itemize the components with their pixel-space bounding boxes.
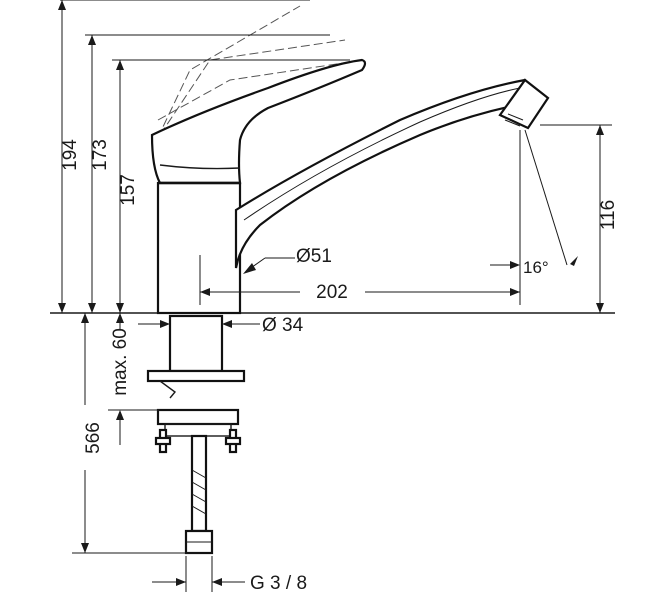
dim-566-label: 566	[83, 422, 104, 454]
dim-116	[540, 124, 612, 313]
handle-cap-line	[159, 164, 241, 170]
dim-spout-diameter	[243, 257, 295, 274]
dim-angle	[490, 129, 578, 269]
dim-202	[199, 130, 521, 305]
dim-connection	[152, 556, 245, 592]
shank	[168, 314, 224, 373]
mounting-plate	[146, 369, 246, 383]
dim-157	[112, 59, 350, 313]
mounting-studs	[154, 428, 242, 454]
handle-ghost-positions	[60, 0, 351, 151]
mounting-nut	[156, 408, 240, 426]
dim-shank-diameter-label: Ø 34	[262, 315, 304, 336]
dim-566	[72, 313, 200, 554]
handle-lever	[150, 58, 367, 185]
spout	[234, 78, 548, 269]
dim-angle-label: 16°	[523, 258, 549, 277]
dim-connection-label: G 3 / 8	[250, 573, 307, 594]
dim-shank-diameter	[138, 320, 260, 328]
dim-max-60-label: max. 60	[110, 328, 131, 396]
dim-194	[58, 0, 66, 313]
dim-194-label: 194	[60, 139, 81, 171]
faucet-body	[156, 181, 242, 315]
dim-spout-diameter-label: Ø51	[296, 246, 332, 267]
dim-157-label: 157	[118, 174, 139, 206]
supply-hose	[184, 434, 214, 555]
dim-116-label: 116	[598, 200, 619, 230]
dim-173	[85, 34, 330, 313]
dim-202-label: 202	[316, 282, 348, 303]
dim-173-label: 173	[90, 139, 111, 171]
dim-max-60	[108, 313, 160, 445]
